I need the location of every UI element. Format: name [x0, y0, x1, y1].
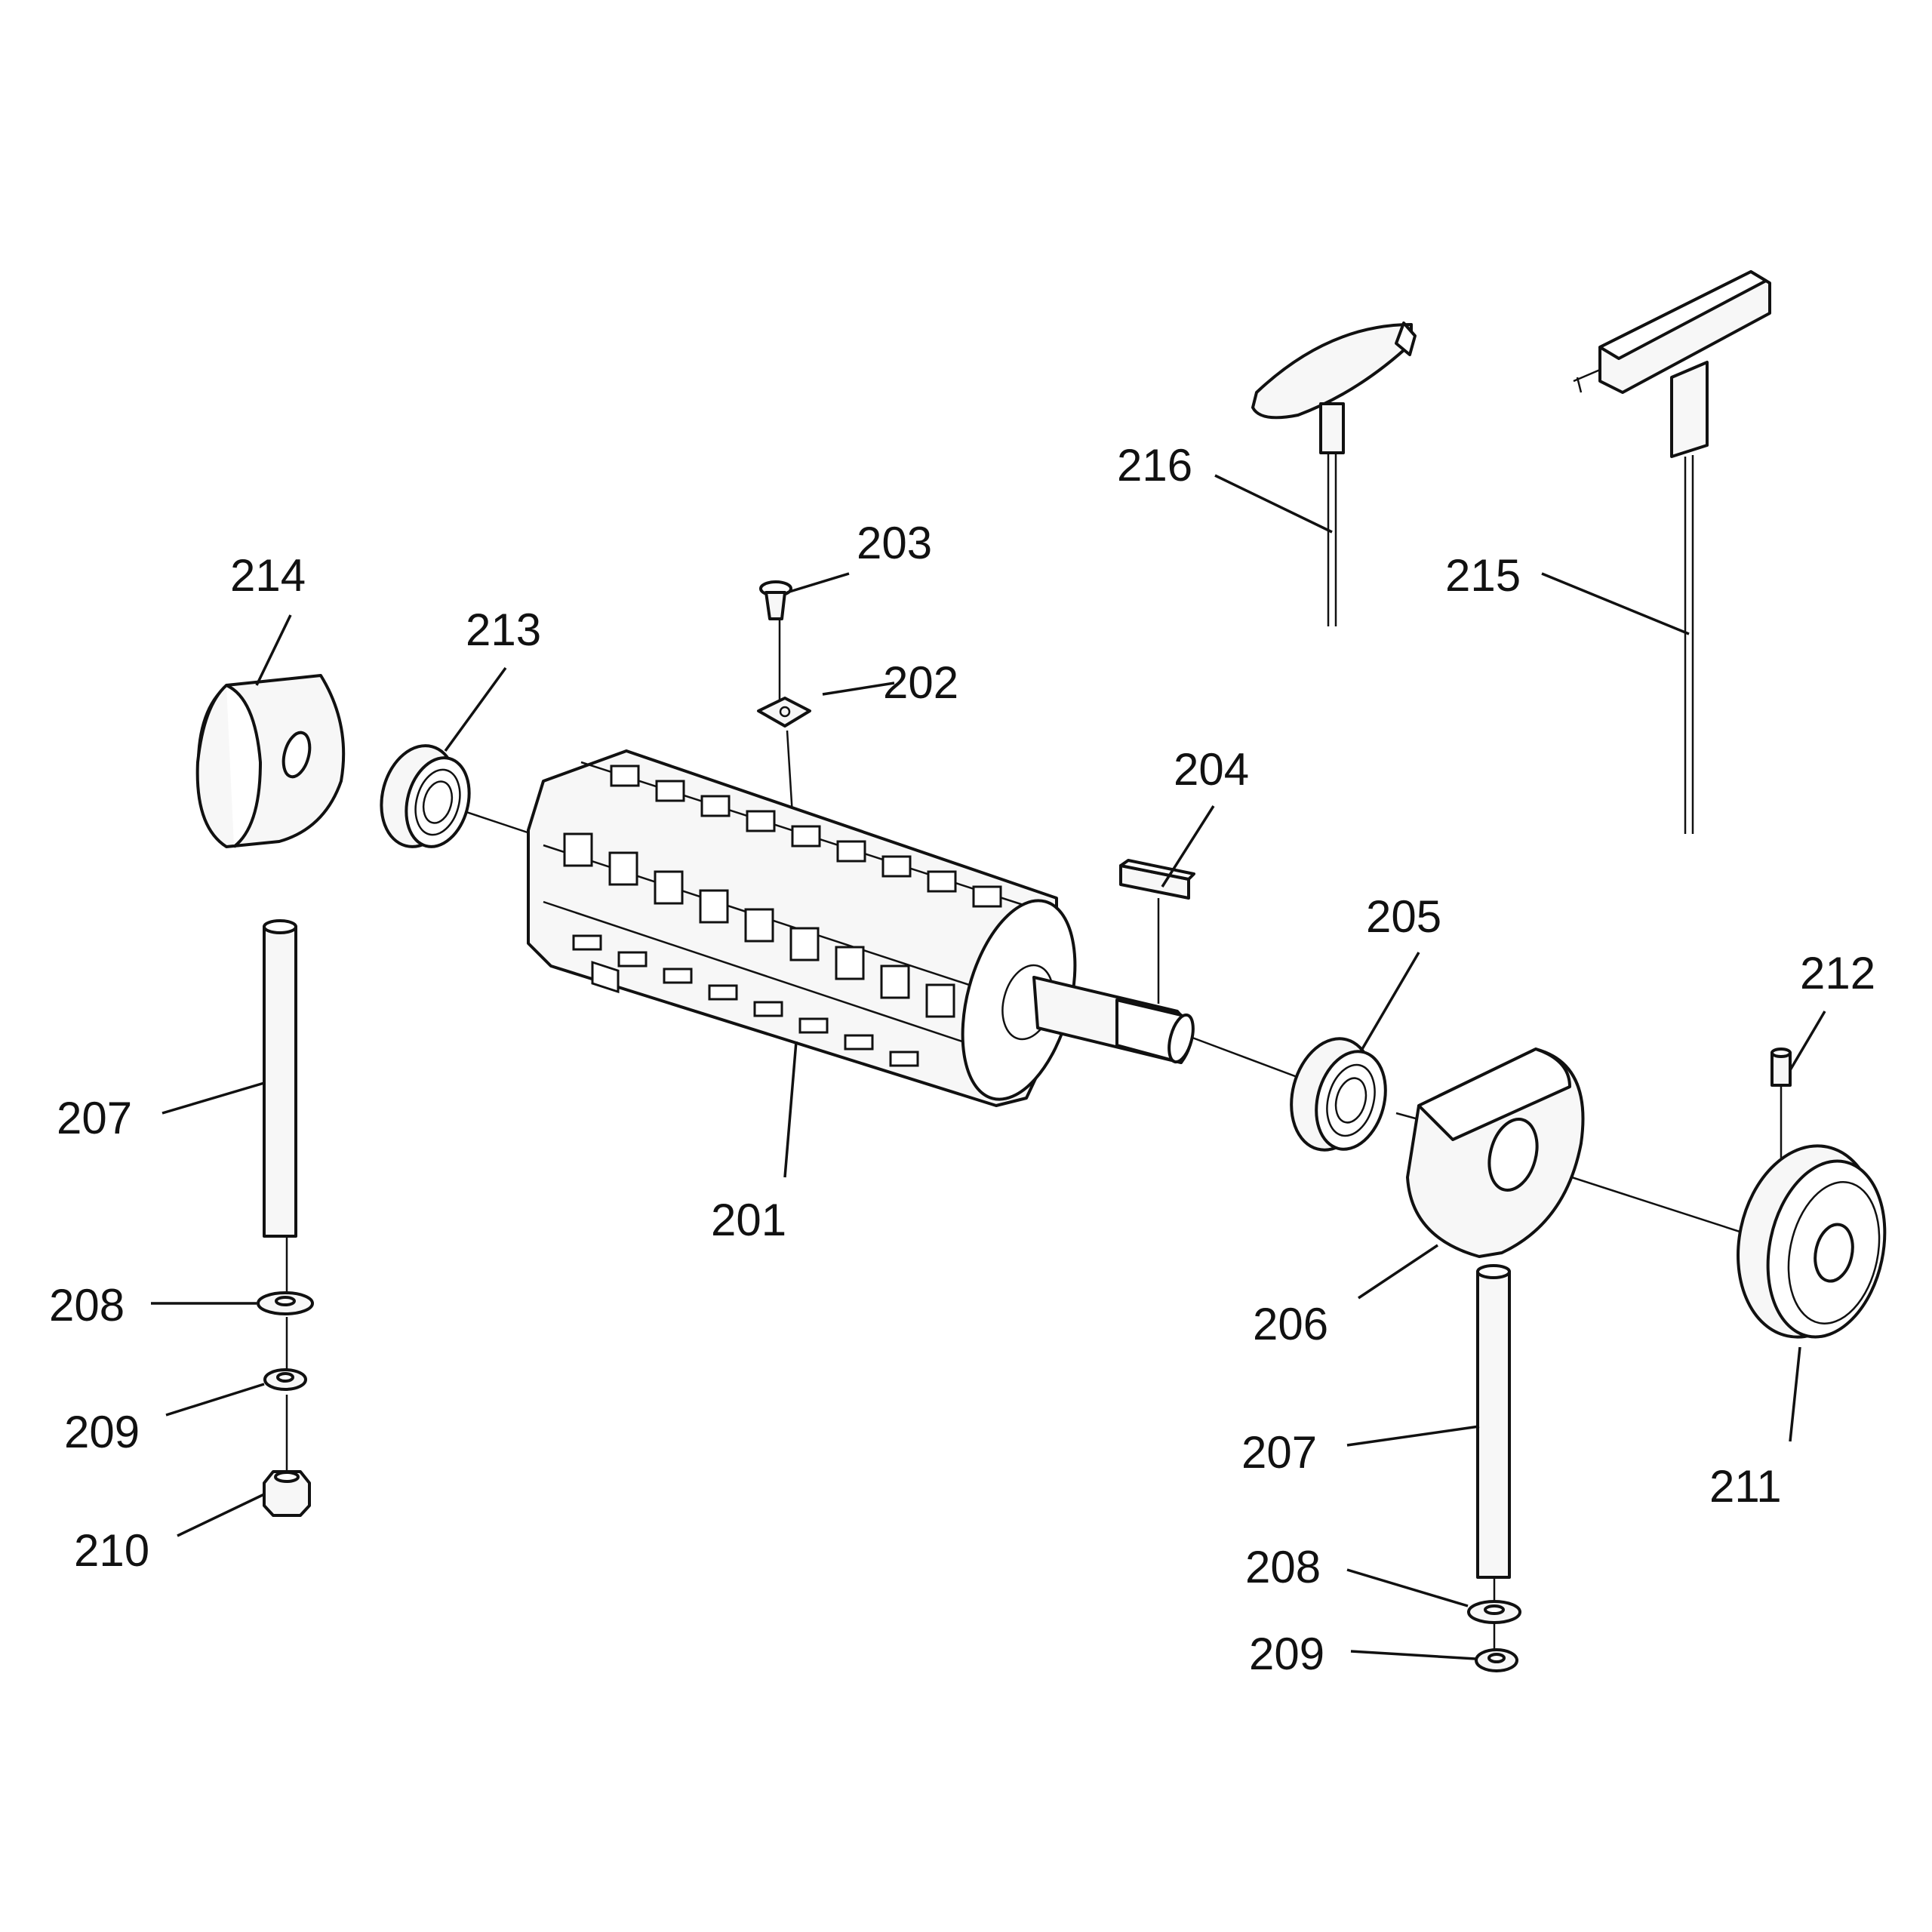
callout-214: 214 — [230, 550, 306, 601]
callout-208-left: 208 — [49, 1280, 125, 1331]
callout-209-right: 209 — [1249, 1629, 1324, 1679]
callout-213: 213 — [466, 605, 541, 655]
callout-201: 201 — [711, 1195, 786, 1245]
pulley-211 — [1737, 1144, 1887, 1339]
leader-lines — [151, 474, 1826, 1660]
rod-207-right — [1476, 1264, 1511, 1579]
callout-216: 216 — [1117, 440, 1192, 491]
callout-215: 215 — [1445, 550, 1521, 601]
bearing-block-214 — [195, 674, 346, 848]
callout-211: 211 — [1709, 1461, 1782, 1512]
callout-204: 204 — [1174, 744, 1249, 795]
lock-washer-209-right — [1475, 1648, 1518, 1672]
insert-row-top — [591, 961, 620, 994]
hex-nut-210 — [263, 1470, 311, 1517]
callout-209-left: 209 — [64, 1407, 140, 1457]
lock-washer-209-left — [263, 1368, 307, 1391]
callout-206: 206 — [1253, 1299, 1328, 1349]
insert-pocket — [563, 764, 1002, 1067]
shaft-key-204 — [1119, 859, 1195, 900]
callout-207-left: 207 — [57, 1093, 132, 1143]
washer-208-right — [1467, 1600, 1521, 1624]
bearing-213 — [380, 744, 471, 848]
screw-203 — [759, 580, 792, 620]
callout-208-right: 208 — [1245, 1542, 1321, 1592]
bearing-205 — [1290, 1037, 1387, 1152]
callout-202: 202 — [883, 657, 958, 708]
bearing-block-206 — [1406, 1048, 1585, 1258]
cutterhead-201 — [527, 749, 1195, 1107]
set-screw-212 — [1770, 1048, 1792, 1087]
t-handle-wrench-216 — [1251, 321, 1417, 626]
t-handle-wrench-215 — [1573, 270, 1771, 834]
callout-203: 203 — [857, 518, 932, 568]
cutter-insert-202 — [757, 697, 811, 728]
rod-207-left — [263, 919, 297, 1238]
washer-208-left — [257, 1291, 314, 1315]
callout-205: 205 — [1366, 891, 1441, 942]
callout-210: 210 — [74, 1525, 149, 1576]
callout-212: 212 — [1800, 948, 1875, 998]
callout-labels: 201 202 203 204 205 206 207 207 208 208 … — [49, 440, 1875, 1679]
callout-207-right: 207 — [1241, 1427, 1317, 1478]
